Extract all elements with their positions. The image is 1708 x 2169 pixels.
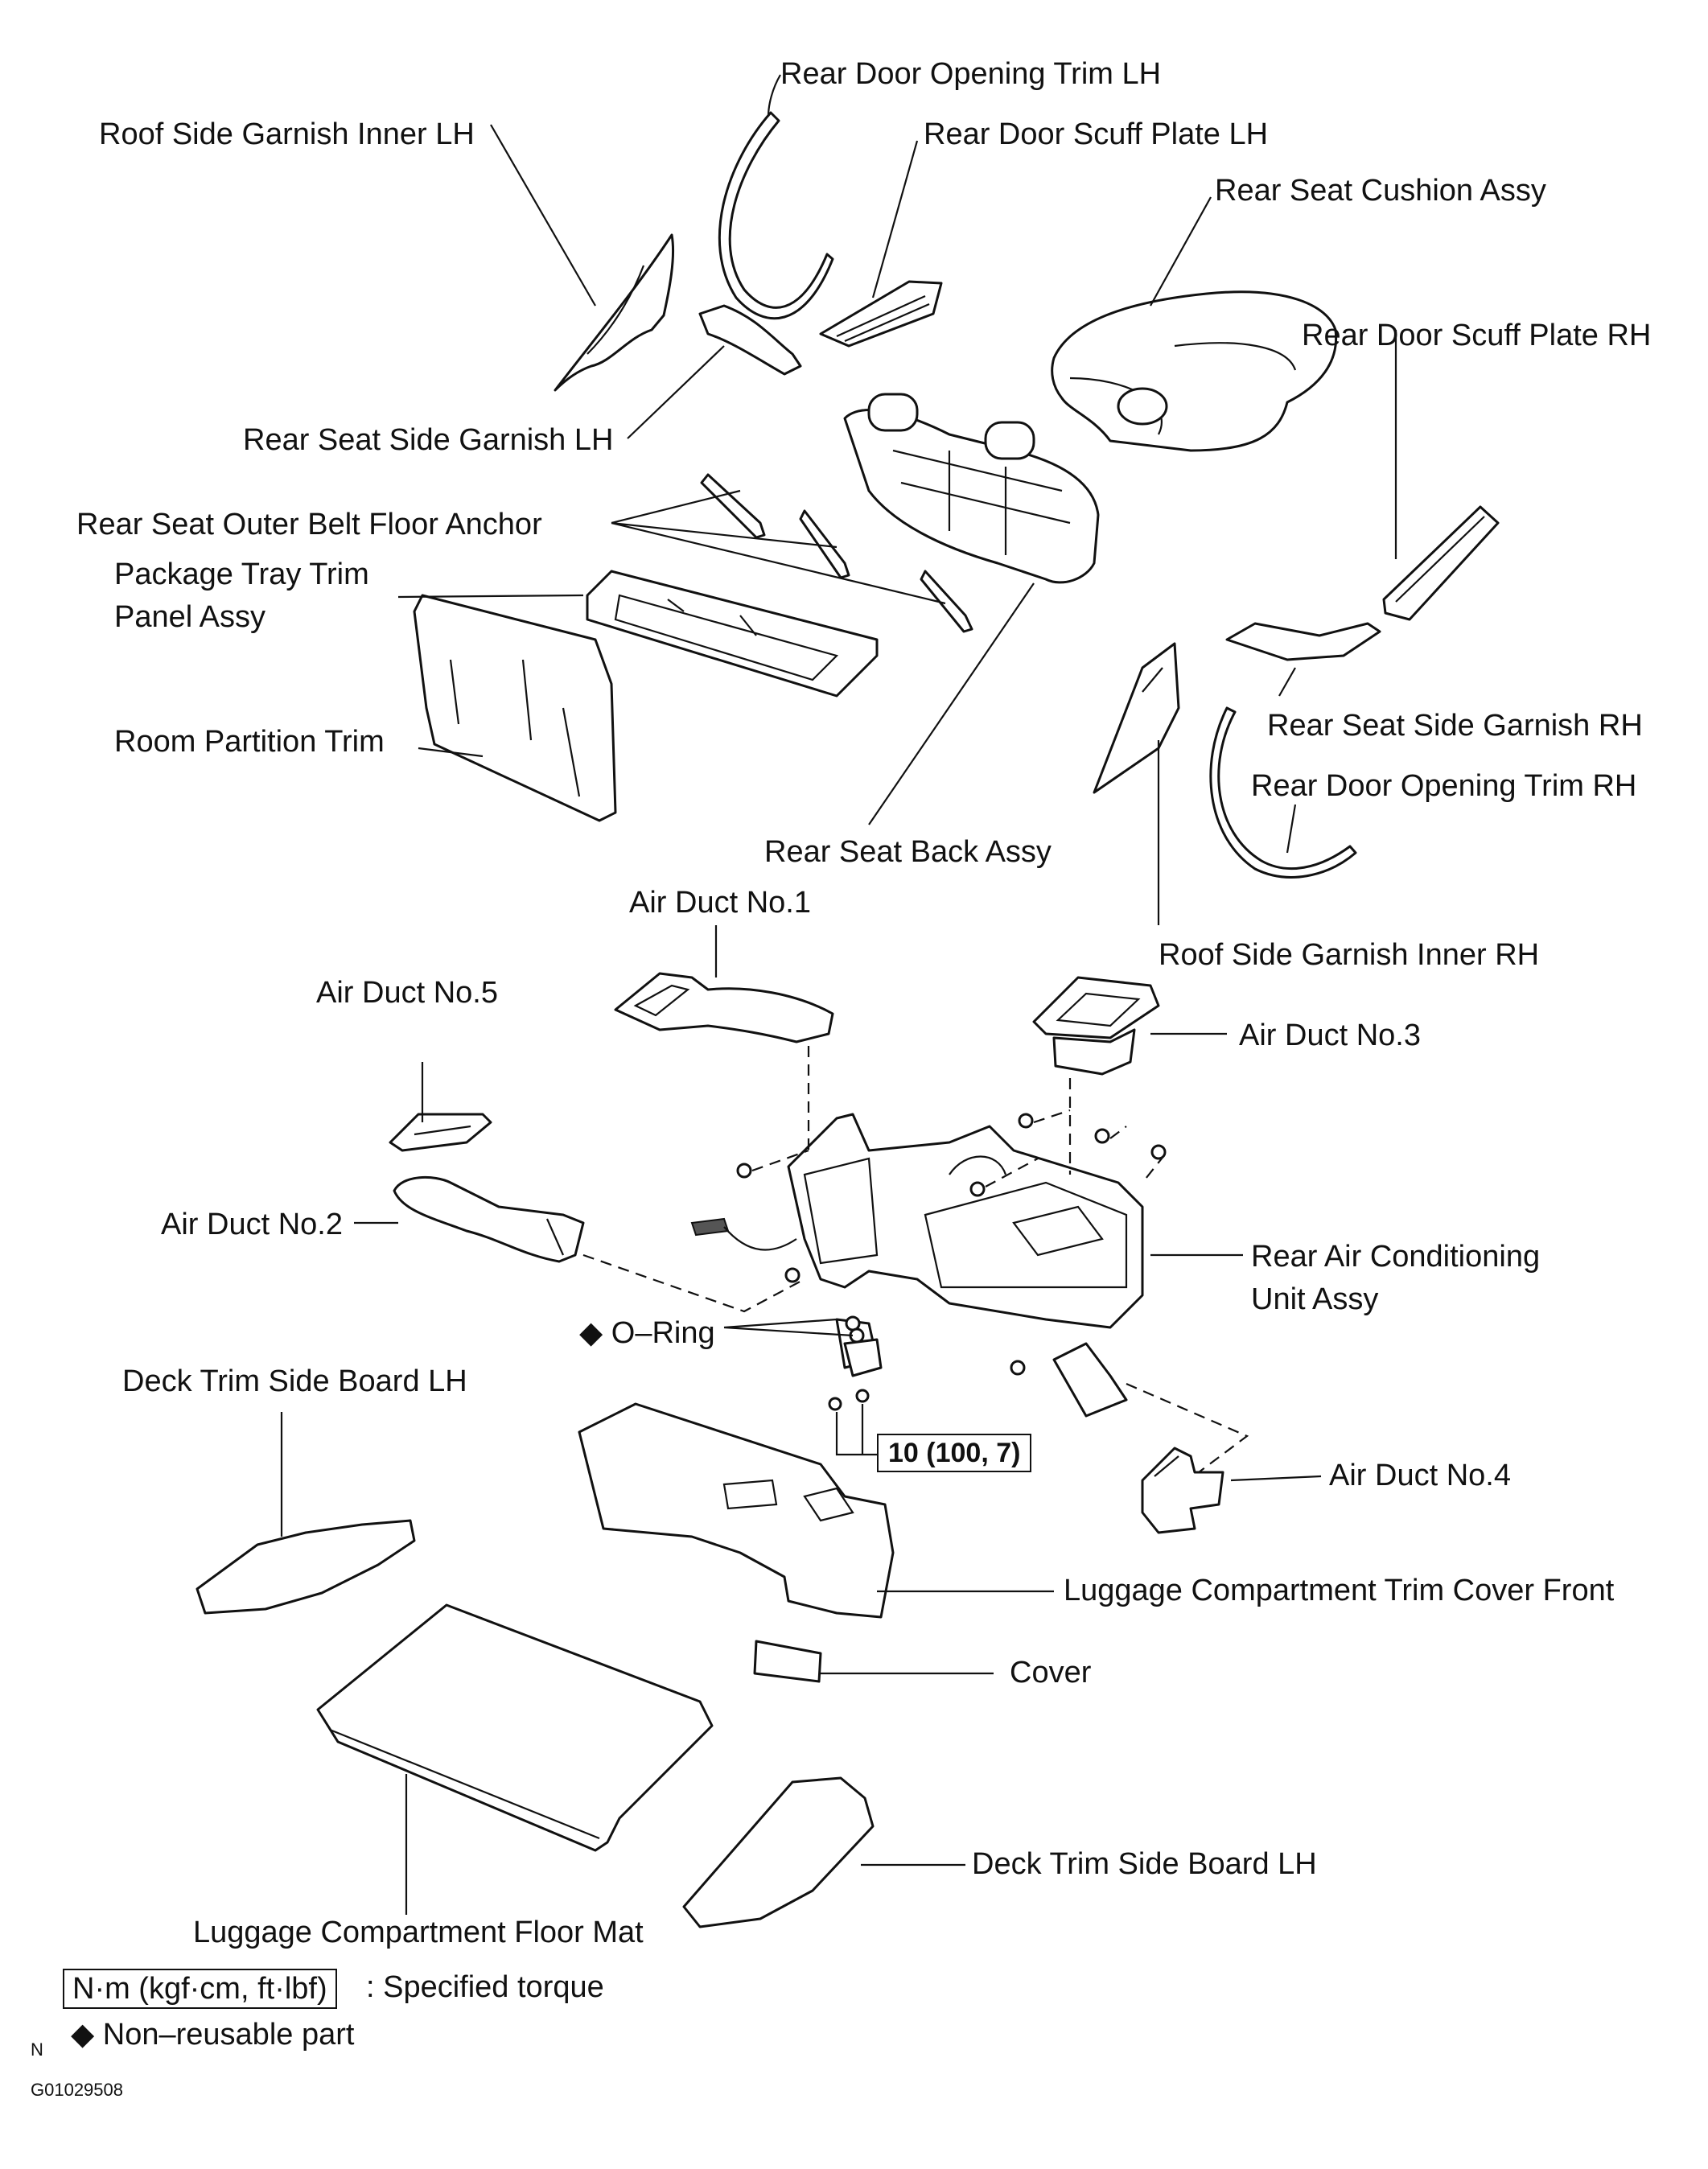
corner-mark: N xyxy=(31,2039,43,2060)
rear-door-scuff-plate-lh-part xyxy=(819,280,943,348)
roof-side-garnish-inner-lh-part xyxy=(554,233,675,392)
label-rear-seat-outer-belt-floor-anchor: Rear Seat Outer Belt Floor Anchor xyxy=(76,508,542,541)
label-air-duct-no3: Air Duct No.3 xyxy=(1239,1019,1421,1052)
label-luggage-trim-cover-front: Luggage Compartment Trim Cover Front xyxy=(1064,1574,1615,1607)
figure-id: G01029508 xyxy=(31,2080,123,2100)
label-rear-seat-side-garnish-lh: Rear Seat Side Garnish LH xyxy=(243,423,614,457)
label-air-duct-no1: Air Duct No.1 xyxy=(629,886,811,920)
rear-door-scuff-plate-rh-part xyxy=(1382,505,1500,621)
label-cover: Cover xyxy=(1010,1656,1092,1690)
legend-torque-unit-box: N·m (kgf·cm, ft·lbf) xyxy=(63,1969,337,2009)
air-duct-no2-part xyxy=(393,1175,585,1263)
air-duct-no3-part xyxy=(1032,976,1160,1076)
deck-trim-side-board-lh-left-part xyxy=(195,1519,416,1615)
label-rear-door-opening-trim-lh: Rear Door Opening Trim LH xyxy=(780,57,1162,91)
label-rear-door-opening-trim-rh: Rear Door Opening Trim RH xyxy=(1251,769,1637,803)
rear-seat-side-garnish-rh-part xyxy=(1225,622,1381,661)
luggage-floor-mat-part xyxy=(316,1603,714,1852)
label-air-duct-no2: Air Duct No.2 xyxy=(161,1208,343,1241)
label-package-tray-trim-1: Package Tray Trim xyxy=(114,558,369,591)
air-duct-no1-part xyxy=(614,972,834,1043)
room-partition-trim-part xyxy=(413,594,617,822)
label-rear-door-scuff-plate-lh: Rear Door Scuff Plate LH xyxy=(924,117,1269,151)
label-deck-trim-side-board-lh-left: Deck Trim Side Board LH xyxy=(122,1364,467,1398)
rear-seat-cushion-assy-part xyxy=(1051,290,1338,452)
torque-spec-box: 10 (100, 7) xyxy=(877,1434,1032,1472)
label-room-partition-trim: Room Partition Trim xyxy=(114,725,385,759)
label-deck-trim-side-board-lh-right: Deck Trim Side Board LH xyxy=(972,1847,1317,1881)
cover-part xyxy=(753,1640,822,1683)
rear-seat-back-assy-part xyxy=(843,393,1100,584)
luggage-trim-cover-front-part xyxy=(578,1402,895,1619)
label-luggage-floor-mat: Luggage Compartment Floor Mat xyxy=(193,1916,644,1949)
label-roof-side-garnish-inner-lh: Roof Side Garnish Inner LH xyxy=(99,117,475,151)
label-o-ring: ◆ O–Ring xyxy=(579,1316,715,1350)
deck-trim-side-board-lh-right-part xyxy=(682,1776,875,1928)
dashed-alignment-lines xyxy=(582,1046,1249,1473)
label-air-duct-no4: Air Duct No.4 xyxy=(1329,1459,1511,1492)
belt-anchors-part xyxy=(700,473,973,633)
rear-door-opening-trim-rh-part xyxy=(1209,706,1357,879)
label-rear-seat-side-garnish-rh: Rear Seat Side Garnish RH xyxy=(1267,709,1643,743)
label-roof-side-garnish-inner-rh: Roof Side Garnish Inner RH xyxy=(1159,938,1540,972)
air-duct-no5-part xyxy=(389,1113,492,1152)
roof-side-garnish-inner-rh-part xyxy=(1093,642,1180,794)
label-rear-ac-unit-1: Rear Air Conditioning xyxy=(1251,1240,1541,1274)
label-rear-ac-unit-2: Unit Assy xyxy=(1251,1282,1379,1316)
bolts-part xyxy=(736,1113,1167,1376)
label-rear-seat-cushion-assy: Rear Seat Cushion Assy xyxy=(1215,174,1546,208)
legend-non-reusable: ◆ Non–reusable part xyxy=(71,2018,355,2052)
label-package-tray-trim-2: Panel Assy xyxy=(114,600,265,634)
rear-seat-side-garnish-lh-part xyxy=(698,304,802,376)
label-rear-seat-back-assy: Rear Seat Back Assy xyxy=(764,835,1052,869)
drain-fitting-part xyxy=(828,1338,883,1411)
package-tray-trim-panel-assy-part xyxy=(586,570,879,698)
legend-torque-desc: : Specified torque xyxy=(366,1970,604,2004)
leader-lines xyxy=(280,74,1397,1915)
label-rear-door-scuff-plate-rh: Rear Door Scuff Plate RH xyxy=(1302,319,1652,352)
rear-door-opening-trim-lh-part xyxy=(718,111,834,320)
label-air-duct-no5: Air Duct No.5 xyxy=(316,976,498,1010)
rear-ac-unit-assy-part xyxy=(690,1113,1144,1418)
air-duct-no4-part xyxy=(1141,1447,1224,1534)
